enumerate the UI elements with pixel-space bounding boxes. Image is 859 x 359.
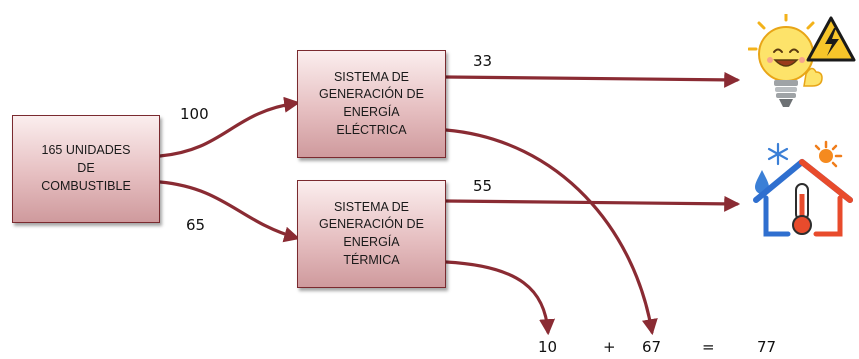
electric-line-3: ENERGÍA (343, 105, 400, 119)
arrow-to-thermal (158, 180, 301, 243)
arrow-thermal-loss (444, 260, 556, 336)
house-heating-cooling-icon (753, 140, 853, 237)
arrow-electric-output (444, 71, 741, 88)
flow-label-to-thermal: 65 (186, 216, 206, 234)
thermal-line-2: GENERACIÓN DE (319, 217, 424, 232)
lightbulb-warning-icon (748, 14, 856, 107)
fuel-line-1: 165 UNIDADES (41, 143, 131, 158)
electric-line-1: SISTEMA DE (333, 69, 409, 84)
equation-plus: + (603, 338, 616, 356)
fuel-source-box: 165 UNIDADES DE COMBUSTIBLE (12, 115, 160, 223)
arrow-electric-loss (444, 128, 658, 336)
thermal-generation-box: SISTEMA DE GENERACIÓN DE ENERGÍA TÉRMICA (297, 180, 446, 288)
thermal-line-1: SISTEMA DE (333, 199, 409, 214)
flow-label-electric-output: 33 (473, 52, 493, 70)
fuel-line-3: COMBUSTIBLE (41, 178, 131, 193)
electric-generation-box: SISTEMA DE GENERACIÓN DE ENERGÍA ELÉCTRI… (297, 50, 446, 158)
arrow-to-electric (158, 96, 301, 158)
equation-total: 77 (757, 338, 777, 356)
electric-line-2: GENERACIÓN DE (319, 87, 424, 102)
flow-label-thermal-output: 55 (473, 177, 493, 195)
electric-line-4: ELÉCTRICA (336, 122, 407, 137)
equation-thermal-loss: 10 (538, 338, 558, 356)
flow-label-to-electric: 100 (180, 105, 209, 123)
equation-electric-loss: 67 (642, 338, 662, 356)
fuel-line-2: DE (77, 161, 95, 176)
thermal-line-4: TÉRMICA (343, 252, 400, 267)
thermal-line-3: ENERGÍA (343, 235, 400, 249)
equation-equals: = (702, 338, 715, 356)
